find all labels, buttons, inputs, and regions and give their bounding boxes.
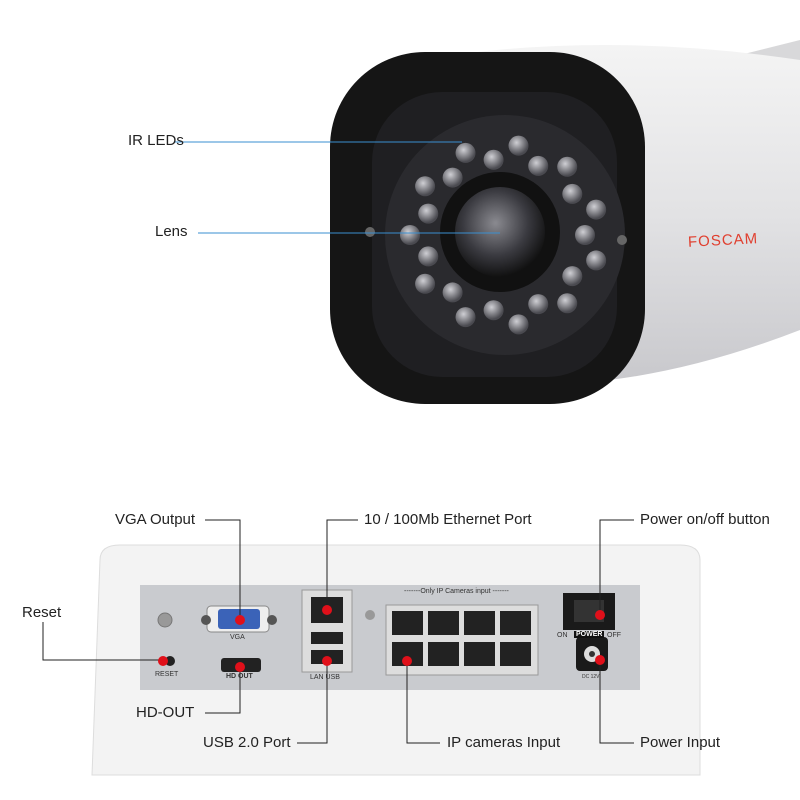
panel-label-ip-input: -------Only IP Cameras input ------- (404, 588, 509, 595)
callout-hd-out: HD-OUT (136, 704, 195, 721)
ir-led (455, 142, 476, 163)
ir-led (586, 250, 607, 271)
ir-led (442, 282, 463, 303)
callout-ethernet-port: 10 / 100Mb Ethernet Port (364, 511, 532, 528)
ir-led (557, 293, 578, 314)
ir-led (508, 135, 529, 156)
ip-camera-port (464, 611, 495, 635)
callout-power-button: Power on/off button (640, 511, 770, 528)
ir-led (455, 307, 476, 328)
panel-label-vga: VGA (230, 634, 245, 641)
ir-led (575, 225, 595, 245)
panel-label-off: OFF (607, 632, 621, 639)
reset-button (165, 656, 175, 666)
nvr-leaders (42, 519, 634, 744)
ir-led (562, 266, 583, 287)
callout-lens: Lens (155, 223, 188, 240)
ir-led (508, 314, 529, 335)
callout-usb-port: USB 2.0 Port (203, 734, 291, 751)
lens (455, 187, 545, 277)
callout-vga-output: VGA Output (115, 511, 196, 528)
ir-led (562, 183, 583, 204)
ip-camera-port (464, 642, 495, 666)
callout-power-input: Power Input (640, 734, 721, 751)
nvr (91, 544, 701, 776)
port-markers (158, 605, 605, 672)
ir-led (415, 273, 436, 294)
panel-label-dc: DC 12V (582, 674, 600, 680)
panel-label-reset: RESET (155, 671, 179, 678)
ir-led (418, 246, 439, 267)
callout-ip-cameras-input: IP cameras Input (447, 734, 561, 751)
callout-reset: Reset (22, 604, 62, 621)
ir-led (415, 176, 436, 197)
ir-led (528, 155, 549, 176)
ir-led (442, 167, 463, 188)
ir-led (483, 300, 504, 321)
ip-camera-port (428, 611, 459, 635)
callout-ir-leds: IR LEDs (128, 132, 184, 149)
ip-camera-port (428, 642, 459, 666)
ir-led-ring (400, 135, 607, 335)
ir-led (400, 225, 420, 245)
panel-label-hdout: HD OUT (226, 673, 253, 680)
ir-led (418, 203, 439, 224)
ip-camera-port (392, 611, 423, 635)
ip-camera-port (500, 642, 531, 666)
panel-label-lan-usb: LAN USB (310, 674, 340, 681)
ir-led (586, 199, 607, 220)
camera (330, 40, 800, 404)
ip-camera-port (500, 611, 531, 635)
ir-led (528, 294, 549, 315)
panel-label-on: ON (557, 632, 568, 639)
panel-label-power: POWER (574, 631, 605, 638)
ir-led (483, 149, 504, 170)
ir-led (557, 156, 578, 177)
